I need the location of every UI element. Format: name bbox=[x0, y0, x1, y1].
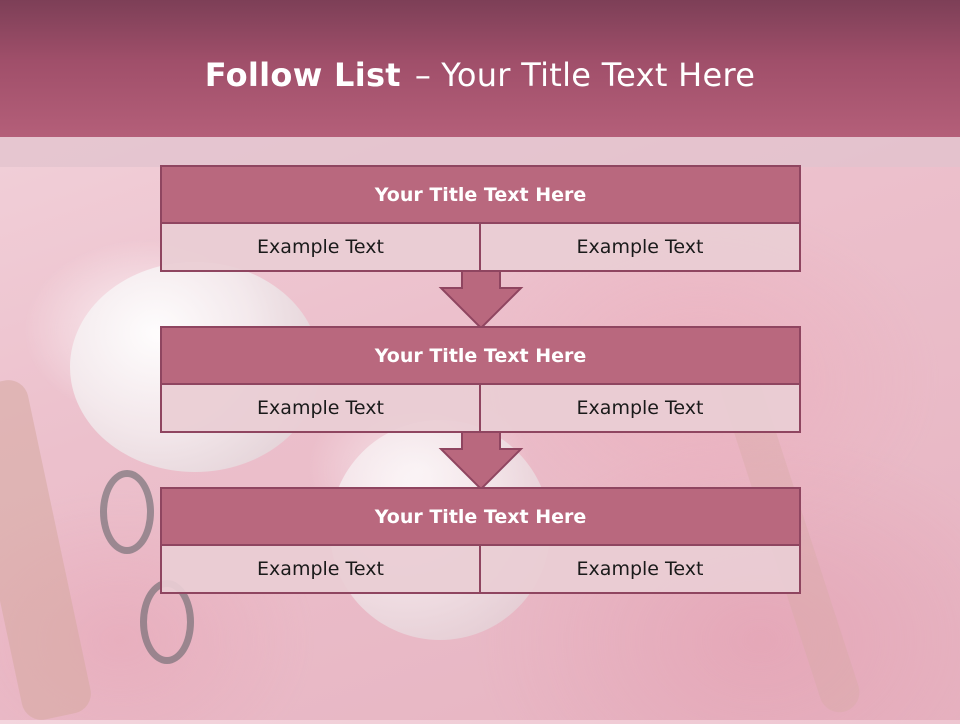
block-cell-left: Example Text bbox=[160, 544, 481, 594]
slide-title-rest: Your Title Text Here bbox=[441, 56, 756, 94]
ribbon-decoration bbox=[0, 376, 95, 724]
down-arrow-icon bbox=[438, 431, 524, 491]
header-band bbox=[0, 137, 960, 167]
flow-block-1: Your Title Text Here Example Text Exampl… bbox=[160, 165, 801, 272]
down-arrow-icon bbox=[438, 270, 524, 330]
block-cell-left: Example Text bbox=[160, 383, 481, 433]
block-cell-right: Example Text bbox=[479, 383, 801, 433]
block-title: Your Title Text Here bbox=[160, 165, 801, 224]
slide-title: Follow List–Your Title Text Here bbox=[0, 56, 960, 94]
block-cell-left: Example Text bbox=[160, 222, 481, 272]
block-title: Your Title Text Here bbox=[160, 487, 801, 546]
header-bar bbox=[0, 0, 960, 137]
flow-block-3: Your Title Text Here Example Text Exampl… bbox=[160, 487, 801, 594]
slide-title-separator: – bbox=[414, 56, 432, 94]
block-cell-right: Example Text bbox=[479, 222, 801, 272]
slide-title-bold: Follow List bbox=[204, 56, 401, 94]
flow-block-2: Your Title Text Here Example Text Exampl… bbox=[160, 326, 801, 433]
block-cell-right: Example Text bbox=[479, 544, 801, 594]
clasp-ring-decoration bbox=[100, 470, 154, 554]
block-title: Your Title Text Here bbox=[160, 326, 801, 385]
